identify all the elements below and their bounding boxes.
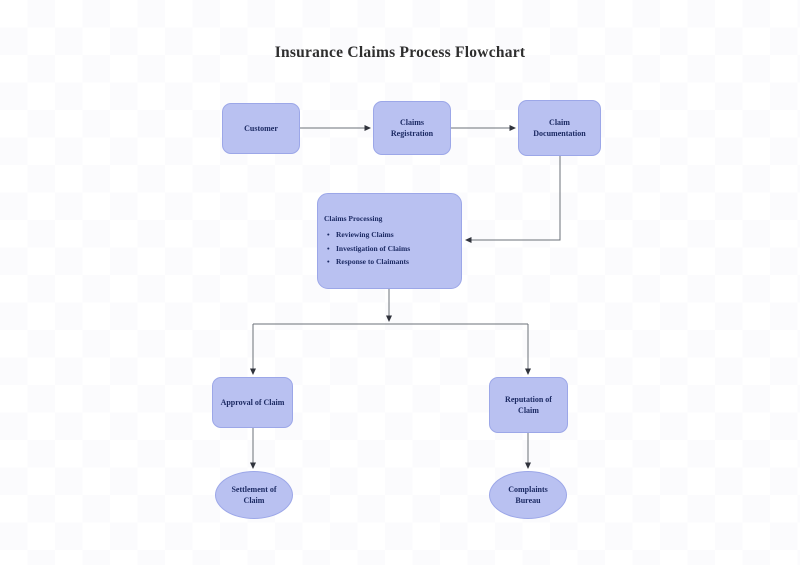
bullet-icon: •	[327, 257, 330, 267]
claims-processing-title: Claims Processing	[324, 214, 383, 223]
node-claim-documentation: Claim Documentation	[518, 100, 601, 156]
node-approval-of-claim-label: Approval of Claim	[220, 397, 285, 407]
node-claims-registration: Claims Registration	[373, 101, 451, 155]
node-complaints-bureau: Complaints Bureau	[489, 471, 567, 519]
node-claim-documentation-label: Claim Documentation	[533, 117, 586, 138]
bullet-icon: •	[327, 243, 330, 253]
node-claims-processing: Claims Processing • Reviewing Claims • I…	[317, 193, 462, 289]
node-approval-of-claim: Approval of Claim	[212, 377, 293, 428]
claims-processing-item: • Investigation of Claims	[324, 244, 410, 255]
diagram-title: Insurance Claims Process Flowchart	[274, 44, 526, 61]
claims-processing-item-label: Reviewing Claims	[336, 230, 394, 240]
node-customer: Customer	[222, 103, 300, 154]
node-complaints-bureau-label: Complaints Bureau	[508, 484, 548, 505]
node-reputation-of-claim: Reputation of Claim	[489, 377, 568, 433]
node-reputation-of-claim-label: Reputation of Claim	[505, 394, 552, 415]
claims-processing-item: • Response to Claimants	[324, 257, 409, 268]
claims-processing-item: • Reviewing Claims	[324, 230, 394, 241]
node-claims-registration-label: Claims Registration	[390, 117, 434, 138]
claims-processing-item-label: Investigation of Claims	[336, 243, 411, 253]
node-settlement-of-claim: Settlement of Claim	[215, 471, 293, 519]
node-customer-label: Customer	[244, 123, 278, 133]
bullet-icon: •	[327, 230, 330, 240]
node-settlement-of-claim-label: Settlement of Claim	[231, 484, 277, 505]
claims-processing-item-label: Response to Claimants	[336, 257, 409, 267]
connector-documentation-to-processing	[465, 156, 561, 243]
